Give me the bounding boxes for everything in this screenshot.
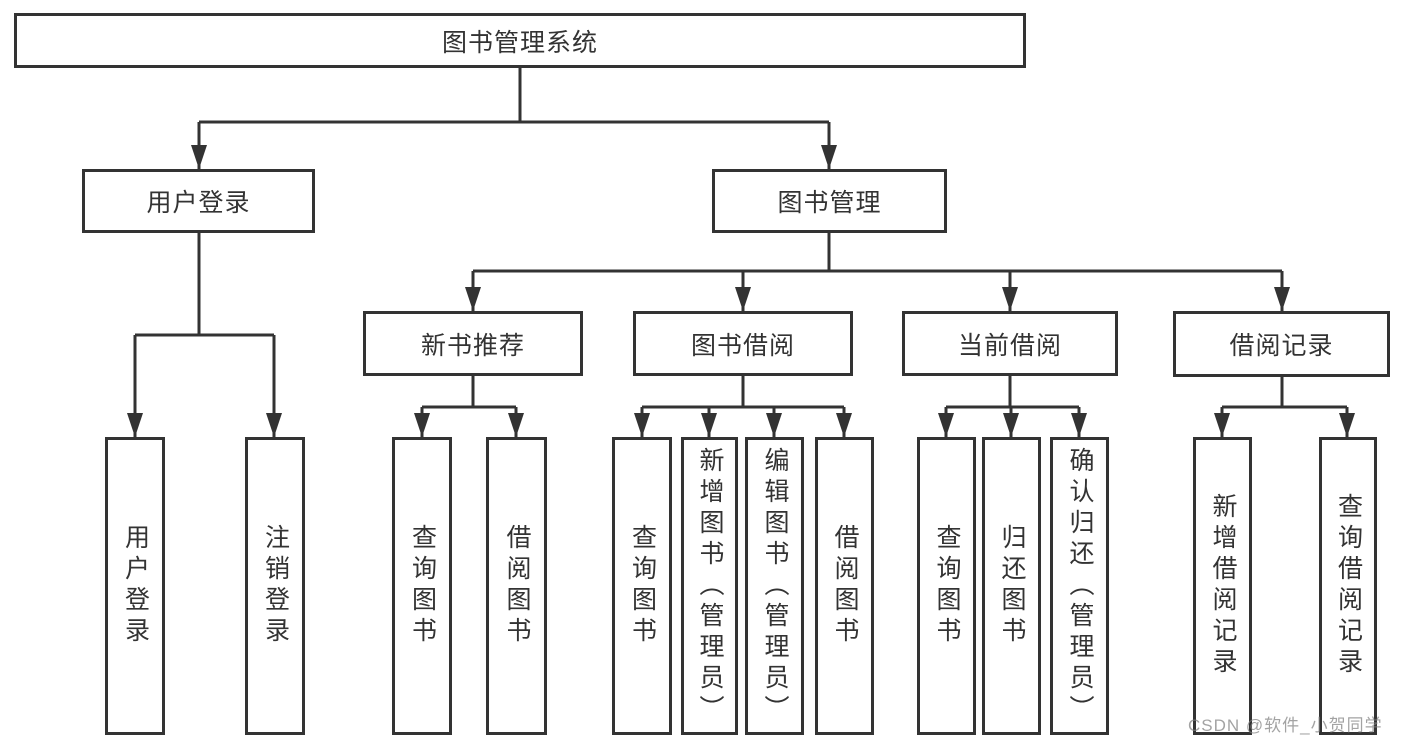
- leaf-current-return-books-label: 归还图书: [998, 524, 1026, 648]
- leaf-borrow-borrow-books-label: 借阅图书: [831, 524, 859, 648]
- leaf-current-confirm-return-admin-label: 确认归还（管理员）: [1066, 446, 1094, 726]
- leaf-borrow-query-books: 查询图书: [612, 437, 672, 735]
- leaf-records-query-record-label: 查询借阅记录: [1334, 493, 1363, 679]
- connector-root: [199, 68, 829, 124]
- leaf-recommend-query-books: 查询图书: [392, 437, 452, 735]
- leaf-records-query-record: 查询借阅记录: [1319, 437, 1377, 735]
- node-book-borrow: 图书借阅: [633, 311, 853, 376]
- node-root-system-label: 图书管理系统: [441, 28, 598, 57]
- node-new-book-recommend-label: 新书推荐: [420, 331, 525, 360]
- node-book-management-label: 图书管理: [777, 189, 882, 217]
- connector-borrow-records: [1222, 376, 1347, 409]
- leaf-borrow-add-books-admin-label: 新增图书（管理员）: [696, 446, 724, 726]
- leaf-current-query-books-label: 查询图书: [933, 524, 961, 648]
- leaf-current-query-books: 查询图书: [917, 437, 976, 735]
- connector-book-borrow: [642, 376, 844, 409]
- leaf-current-confirm-return-admin: 确认归还（管理员）: [1050, 437, 1109, 735]
- leaf-logout-label: 注销登录: [261, 524, 290, 648]
- leaf-borrow-borrow-books: 借阅图书: [815, 437, 874, 735]
- leaf-current-return-books: 归还图书: [982, 437, 1041, 735]
- leaf-logout: 注销登录: [245, 437, 305, 735]
- node-current-borrow: 当前借阅: [902, 311, 1118, 376]
- node-user-login: 用户登录: [82, 169, 315, 233]
- leaf-borrow-add-books-admin: 新增图书（管理员）: [681, 437, 738, 735]
- leaf-user-login: 用户登录: [105, 437, 165, 735]
- node-root-system: 图书管理系统: [14, 13, 1026, 68]
- leaf-records-add-record-label: 新增借阅记录: [1209, 493, 1237, 679]
- node-user-login-label: 用户登录: [146, 189, 251, 217]
- leaf-borrow-edit-books-admin: 编辑图书（管理员）: [745, 437, 804, 735]
- leaf-records-add-record: 新增借阅记录: [1193, 437, 1252, 735]
- leaf-borrow-edit-books-admin-label: 编辑图书（管理员）: [761, 446, 789, 726]
- connector-current-borrow: [946, 376, 1079, 409]
- connector-book-mgmt: [473, 233, 1282, 273]
- node-book-borrow-label: 图书借阅: [690, 331, 795, 360]
- node-borrow-records: 借阅记录: [1173, 311, 1390, 377]
- connector-new-book-rec: [422, 376, 516, 409]
- leaf-recommend-borrow-books-label: 借阅图书: [503, 524, 531, 648]
- node-borrow-records-label: 借阅记录: [1229, 332, 1334, 360]
- csdn-watermark: CSDN @软件_小贺同学: [1188, 716, 1383, 735]
- leaf-borrow-query-books-label: 查询图书: [628, 524, 657, 648]
- connector-user-login: [135, 233, 274, 337]
- node-current-borrow-label: 当前借阅: [957, 331, 1062, 360]
- leaf-recommend-borrow-books: 借阅图书: [486, 437, 547, 735]
- node-new-book-recommend: 新书推荐: [363, 311, 583, 376]
- leaf-recommend-query-books-label: 查询图书: [408, 524, 437, 648]
- node-book-management: 图书管理: [712, 169, 947, 233]
- leaf-user-login-label: 用户登录: [121, 524, 150, 648]
